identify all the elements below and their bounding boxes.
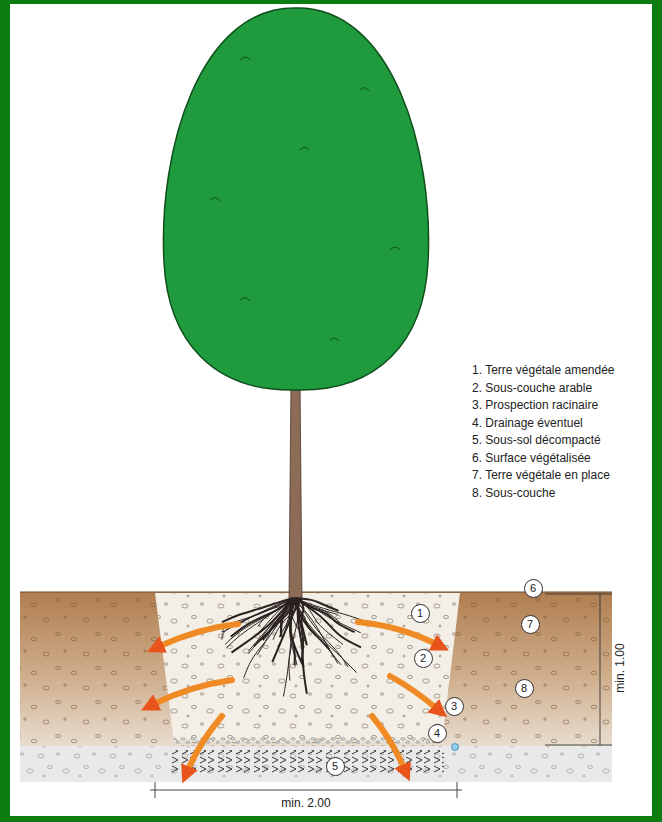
root-stroke <box>298 598 307 694</box>
drain-pipe <box>452 744 459 751</box>
root-growth-arrows <box>154 622 436 770</box>
drainage-layer <box>174 737 442 746</box>
subsoil-layer <box>20 744 612 782</box>
dimension-lines <box>150 594 612 798</box>
dimension-label: min. 1.00 <box>613 641 627 694</box>
callout-number: 2 <box>414 649 433 668</box>
subsoil-texture <box>20 744 612 782</box>
callout-text: 4 <box>434 728 440 739</box>
callout-text: 5 <box>332 761 338 772</box>
pit-texture <box>155 593 460 742</box>
root-stroke <box>257 598 295 655</box>
legend-item: 1. Terre végétale amendée <box>472 363 615 377</box>
callout-text: 1 <box>417 608 423 619</box>
callout-number: 7 <box>521 615 540 634</box>
legend-item: 2. Sous-couche arable <box>472 381 592 395</box>
legend-item: 4. Drainage éventuel <box>472 416 583 430</box>
callout-text: 7 <box>527 619 533 630</box>
callout-text: 3 <box>451 701 457 712</box>
root-stroke <box>232 598 294 653</box>
soil-texture <box>20 592 612 746</box>
legend-item: 7. Terre végétale en place <box>472 468 610 482</box>
root-stroke <box>294 598 341 665</box>
callout-number: 3 <box>445 697 464 716</box>
callout-text: 8 <box>521 683 527 694</box>
crown-detail <box>210 57 400 341</box>
planting-pit <box>155 593 460 742</box>
root-stroke <box>282 598 293 636</box>
root-stroke <box>298 598 303 661</box>
dimension-label: min. 2.00 <box>281 796 330 810</box>
legend-item: 6. Surface végétalisée <box>472 451 591 465</box>
callout-number: 4 <box>428 724 447 743</box>
tree-trunk <box>289 380 302 600</box>
callout-number: 6 <box>524 579 543 598</box>
legend-item: 8. Sous-couche <box>472 486 555 500</box>
legend-item: 3. Prospection racinaire <box>472 398 598 412</box>
root-stroke <box>272 598 300 662</box>
callout-number: 8 <box>515 679 534 698</box>
callout-text: 6 <box>530 583 536 594</box>
legend-item: 5. Sous-sol décompacté <box>472 433 601 447</box>
root-stroke <box>294 598 361 647</box>
root-stroke <box>294 598 339 611</box>
tree-roots <box>222 598 372 697</box>
page-ground <box>10 4 652 816</box>
callout-number: 5 <box>326 757 345 776</box>
existing-soil <box>20 592 612 746</box>
callout-text: 2 <box>420 653 426 664</box>
tree-crown <box>163 8 428 390</box>
callout-number: 1 <box>411 604 430 623</box>
ground-surface <box>20 591 612 592</box>
